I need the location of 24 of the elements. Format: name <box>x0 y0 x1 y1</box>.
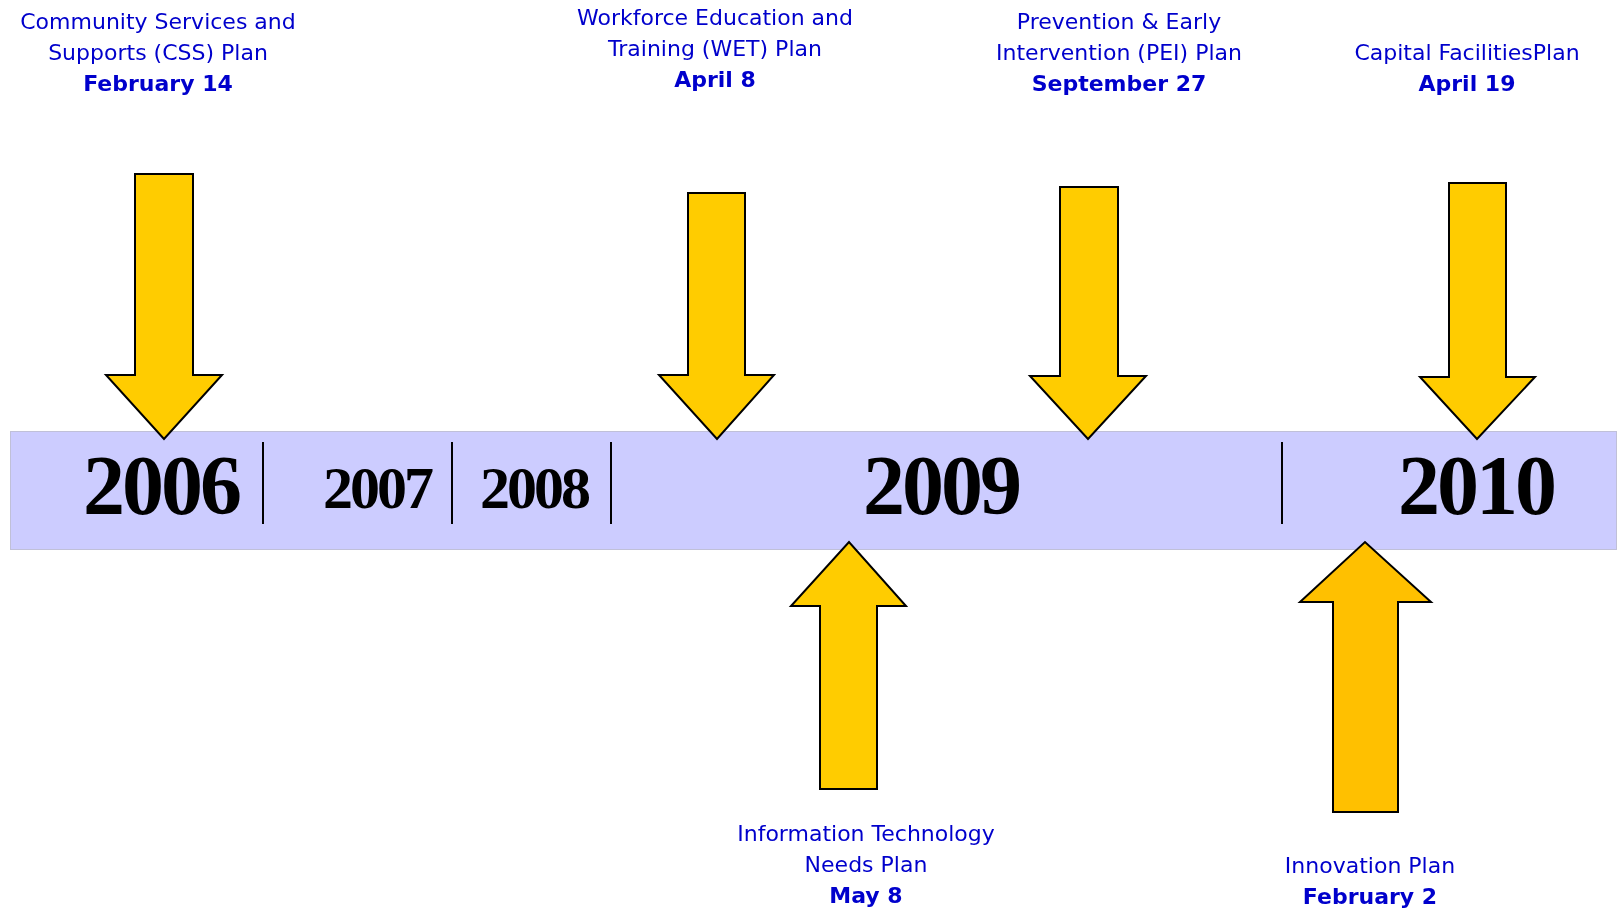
timeline-band <box>10 431 1617 550</box>
event-date: September 27 <box>1031 70 1207 98</box>
event-title: Community Services and Supports (CSS) Plan <box>19 8 297 67</box>
block-arrow <box>1027 186 1149 441</box>
event-title: Information Technology Needs Plan <box>736 820 996 879</box>
block-arrow <box>1417 182 1538 441</box>
year-label: 2008 <box>480 458 588 518</box>
year-label: 2006 <box>83 444 239 528</box>
event-date: April 8 <box>674 66 756 94</box>
block-arrow <box>788 540 909 790</box>
event-title: Innovation Plan <box>1284 852 1456 880</box>
block-arrow <box>1297 540 1434 813</box>
year-label: 2007 <box>323 458 431 518</box>
block-arrow <box>103 173 225 441</box>
event-date: April 19 <box>1418 70 1516 98</box>
event-date: February 2 <box>1302 883 1438 911</box>
year-label: 2009 <box>863 444 1019 528</box>
event-date: May 8 <box>829 882 903 910</box>
year-label: 2010 <box>1398 444 1554 528</box>
block-arrow <box>656 192 777 441</box>
event-title: Workforce Education and Training (WET) Plan <box>576 4 854 63</box>
event-title: Prevention & Early Intervention (PEI) Plan <box>995 8 1243 67</box>
event-date: February 14 <box>83 70 233 98</box>
event-title: Capital FacilitiesPlan <box>1354 39 1580 67</box>
